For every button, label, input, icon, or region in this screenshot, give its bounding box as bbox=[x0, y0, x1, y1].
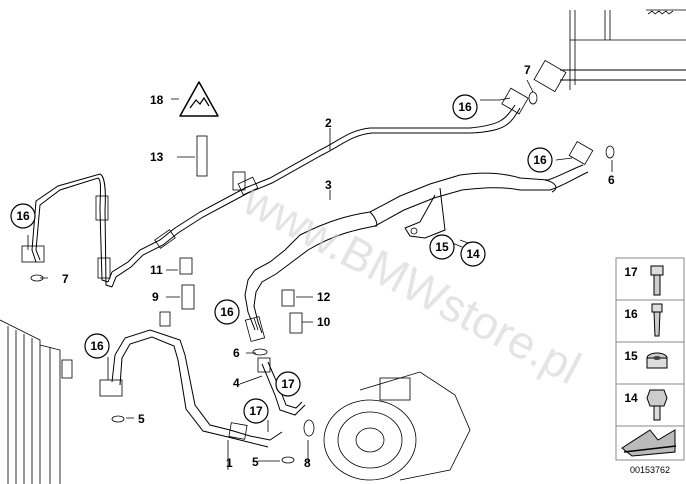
callout-17-b: 17 bbox=[243, 398, 269, 424]
document-id: 00153762 bbox=[630, 465, 670, 475]
compressor bbox=[323, 371, 471, 481]
label-6a: 6 bbox=[233, 346, 240, 360]
fastener-legend: 17 16 15 14 00153762 bbox=[615, 257, 685, 475]
nut-bolt-icon bbox=[646, 389, 668, 421]
label-1: 1 bbox=[226, 456, 233, 470]
screw-icon bbox=[651, 303, 663, 337]
callout-16-b: 16 bbox=[452, 94, 478, 120]
label-12: 12 bbox=[317, 290, 331, 304]
watermark-text: www.BMWstore.pl bbox=[234, 172, 589, 394]
pipe-3 bbox=[244, 164, 589, 342]
part-labels: 1 2 3 4 5 5 6 6 7 7 8 9 10 11 12 13 18 bbox=[62, 63, 615, 470]
label-2: 2 bbox=[325, 116, 332, 130]
svg-text:17: 17 bbox=[249, 404, 263, 418]
leader-lines bbox=[27, 79, 613, 470]
svg-text:17: 17 bbox=[281, 377, 295, 391]
legend-item-16: 16 bbox=[624, 307, 638, 321]
label-11: 11 bbox=[150, 263, 163, 277]
svg-text:16: 16 bbox=[458, 100, 472, 114]
label-9: 9 bbox=[152, 290, 159, 304]
label-13: 13 bbox=[150, 150, 164, 164]
legend-item-17: 17 bbox=[624, 265, 638, 279]
label-7a: 7 bbox=[62, 272, 69, 286]
condenser-bottom-left bbox=[0, 319, 73, 484]
condenser-top-right bbox=[569, 9, 686, 90]
label-18: 18 bbox=[150, 93, 164, 107]
label-10: 10 bbox=[317, 315, 331, 329]
svg-text:16: 16 bbox=[533, 153, 547, 167]
svg-text:16: 16 bbox=[220, 305, 234, 319]
grommet-icon bbox=[646, 352, 668, 369]
callout-15: 15 bbox=[429, 234, 455, 260]
label-3: 3 bbox=[325, 178, 332, 192]
legend-item-14: 14 bbox=[624, 391, 638, 405]
pipe-1 bbox=[99, 311, 306, 448]
label-4: 4 bbox=[233, 376, 240, 390]
arrow-icon bbox=[621, 429, 677, 457]
callout-16-d: 16 bbox=[214, 299, 240, 325]
callout-16-a: 16 bbox=[10, 203, 36, 229]
label-6b: 6 bbox=[608, 173, 615, 187]
pipe-2 bbox=[21, 104, 521, 288]
label-7b: 7 bbox=[524, 63, 531, 77]
svg-text:16: 16 bbox=[16, 209, 30, 223]
svg-text:14: 14 bbox=[466, 247, 480, 261]
warning-triangle-icon bbox=[179, 81, 219, 117]
callout-17-a: 17 bbox=[275, 371, 301, 397]
legend-item-15: 15 bbox=[624, 349, 638, 363]
circled-labels: 16 16 16 16 16 17 17 15 bbox=[10, 94, 553, 424]
callout-16-e: 16 bbox=[84, 333, 110, 359]
label-5b: 5 bbox=[252, 455, 259, 469]
label-5a: 5 bbox=[138, 412, 145, 426]
svg-text:16: 16 bbox=[90, 339, 104, 353]
small-parts bbox=[30, 135, 315, 464]
callout-16-c: 16 bbox=[527, 147, 553, 173]
pipe-top-right bbox=[501, 59, 686, 165]
callout-14: 14 bbox=[460, 241, 486, 267]
svg-text:15: 15 bbox=[435, 240, 449, 254]
bolt-icon bbox=[650, 265, 664, 296]
label-8: 8 bbox=[304, 456, 311, 470]
